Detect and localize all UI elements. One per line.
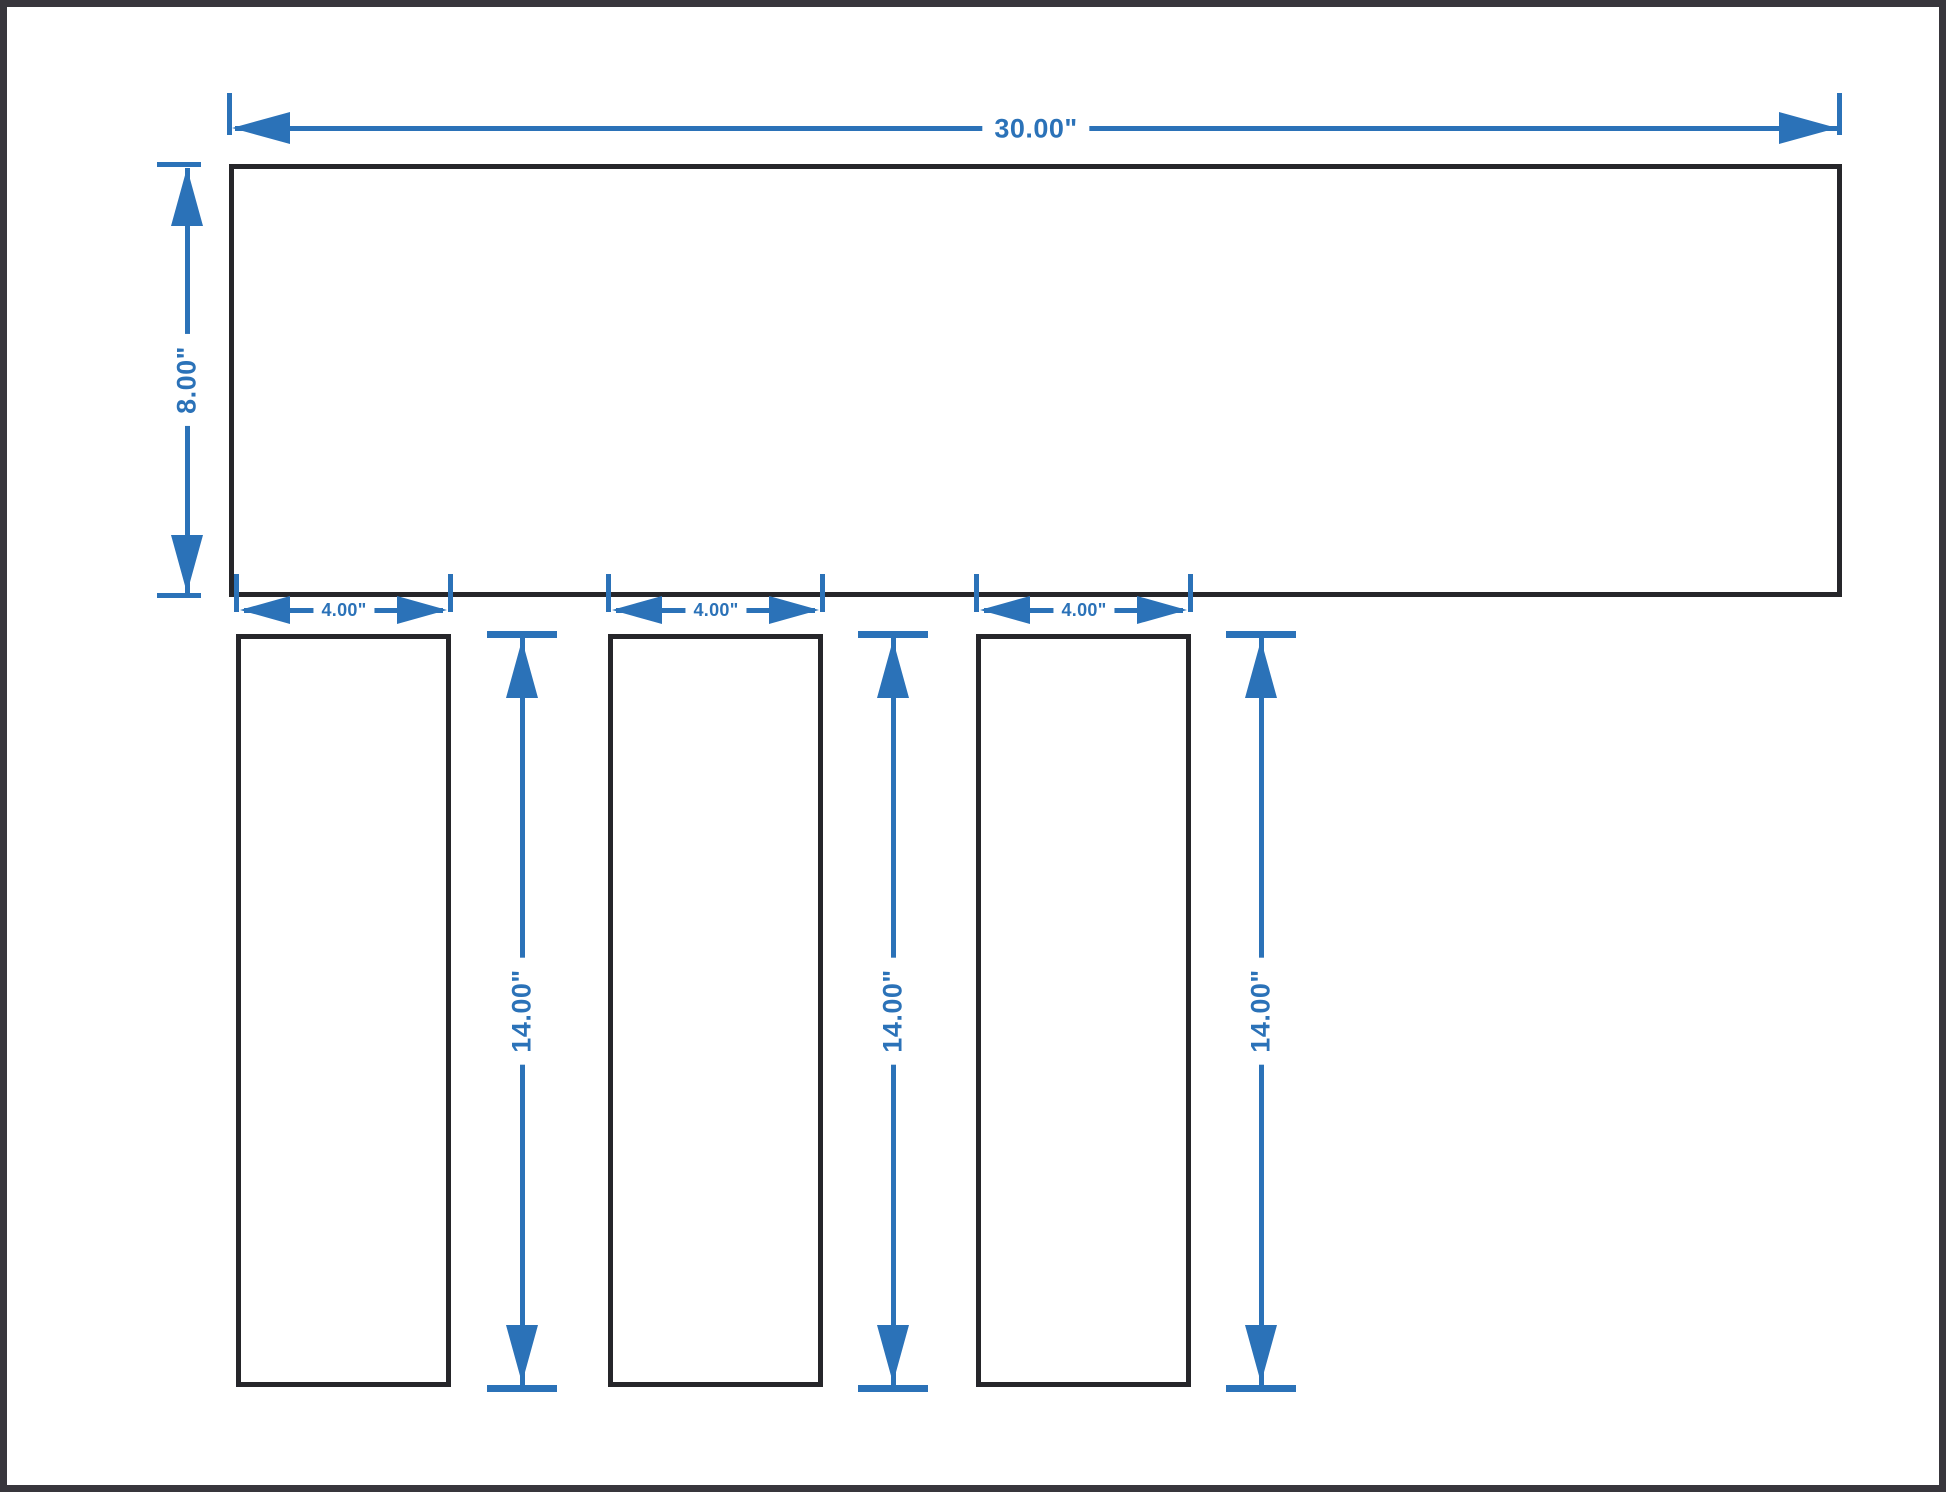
arrow-up-icon [171, 168, 203, 226]
dim-extension-tick [487, 1385, 557, 1392]
arrow-left-icon [980, 596, 1030, 624]
column-2-outline [608, 634, 823, 1387]
arrow-down-icon [506, 1325, 538, 1383]
arrow-left-icon [612, 596, 662, 624]
dim-label-column-1-height: 14.00" [505, 957, 539, 1065]
dim-extension-tick [448, 574, 453, 612]
dim-extension-tick [1837, 93, 1842, 135]
dim-extension-tick [858, 1385, 928, 1392]
dim-extension-tick [157, 162, 201, 167]
dim-label-top-width: 30.00" [982, 112, 1090, 146]
dim-label-column-1-width: 4.00" [313, 599, 375, 621]
arrow-left-icon [232, 112, 290, 144]
arrow-up-icon [1245, 640, 1277, 698]
dim-extension-tick [974, 574, 979, 612]
dim-extension-tick [820, 574, 825, 612]
dim-extension-tick [858, 631, 928, 638]
arrow-right-icon [1137, 596, 1187, 624]
dim-label-column-2-width: 4.00" [685, 599, 747, 621]
dim-extension-tick [487, 631, 557, 638]
column-3-outline [976, 634, 1191, 1387]
dim-extension-tick [1226, 1385, 1296, 1392]
dim-label-top-height: 8.00" [170, 334, 204, 426]
column-1-outline [236, 634, 451, 1387]
arrow-right-icon [397, 596, 447, 624]
dim-extension-tick [227, 93, 232, 135]
arrow-up-icon [877, 640, 909, 698]
arrow-right-icon [1779, 112, 1837, 144]
arrow-down-icon [1245, 1325, 1277, 1383]
dim-extension-tick [157, 593, 201, 598]
arrow-down-icon [877, 1325, 909, 1383]
dim-extension-tick [1226, 631, 1296, 638]
arrow-down-icon [171, 535, 203, 593]
dim-label-column-3-width: 4.00" [1053, 599, 1115, 621]
dim-extension-tick [606, 574, 611, 612]
dim-extension-tick [234, 574, 239, 612]
dim-extension-tick [1188, 574, 1193, 612]
arrow-up-icon [506, 640, 538, 698]
dim-label-column-3-height: 14.00" [1244, 957, 1278, 1065]
dim-label-column-2-height: 14.00" [876, 957, 910, 1065]
arrow-right-icon [769, 596, 819, 624]
top-panel-outline [229, 164, 1842, 597]
arrow-left-icon [240, 596, 290, 624]
